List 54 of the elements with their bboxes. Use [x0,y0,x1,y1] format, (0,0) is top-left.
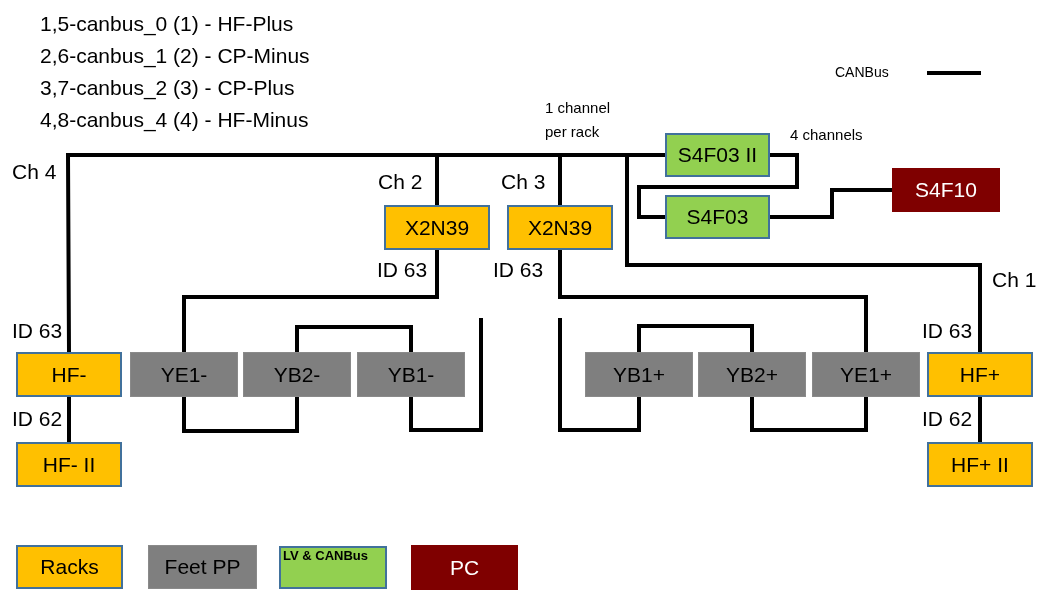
canbus-line [770,188,892,219]
canbus-line [637,153,799,219]
node-label: YB1- [387,362,435,387]
legend-text: LV & CANBus [283,548,368,564]
feet-pp-box [130,352,238,397]
feet-pp-box [585,352,693,397]
node-label: HF- II [42,452,96,477]
node-label: YE1+ [840,362,892,387]
canbus-line [182,397,299,433]
mapping-note: 3,7-canbus_2 (3) - CP-Plus [40,75,295,102]
node-label: YE1- [160,362,208,387]
lv-canbus-box [665,133,770,177]
canbus-line [182,250,439,352]
node-label: S4F10 [915,178,977,202]
node-label: X2N39 [404,215,470,240]
rack-box [16,352,122,397]
node-label: S4F03 II [677,143,758,167]
canbus-line [625,153,982,352]
legend-text: Racks [40,554,99,581]
canbus-line [295,325,413,352]
canbus-line [978,397,982,442]
feet-pp-box [357,352,465,397]
rack-box [507,205,613,250]
annotation-text: 1 channel per rack [545,98,612,142]
annotation-text: 4 channels [790,125,863,145]
rack-box [927,352,1033,397]
node-label: X2N39 [527,215,593,240]
rack-box [384,205,490,250]
feet-pp-box [812,352,920,397]
legend-text: Feet PP [164,554,241,581]
node-label: HF+ II [951,452,1009,477]
legend-text: CANBus [835,63,889,82]
rack-box [16,442,122,487]
canbus-line [558,250,868,352]
canbus-line [637,324,754,352]
node-label: S4F03 [686,205,749,229]
mapping-note: 2,6-canbus_1 (2) - CP-Minus [40,43,310,70]
canbus-line [409,318,483,432]
node-label: YB2- [273,362,321,387]
pc-box [892,168,1000,212]
node-label: HF+ [959,362,1001,387]
mapping-note: 1,5-canbus_0 (1) - HF-Plus [40,11,294,38]
legend-text: PC [449,554,480,581]
canbus-line [558,318,641,432]
mapping-note: 4,8-canbus_4 (4) - HF-Minus [40,107,309,134]
node-label: YB1+ [613,362,665,387]
canbus-line [67,397,71,442]
lv-canbus-box [665,195,770,239]
canbus-line [750,397,868,432]
feet-pp-box [243,352,351,397]
node-label: HF- [51,362,87,387]
rack-box [927,442,1033,487]
feet-pp-box [698,352,806,397]
node-label: YB2+ [726,362,778,387]
